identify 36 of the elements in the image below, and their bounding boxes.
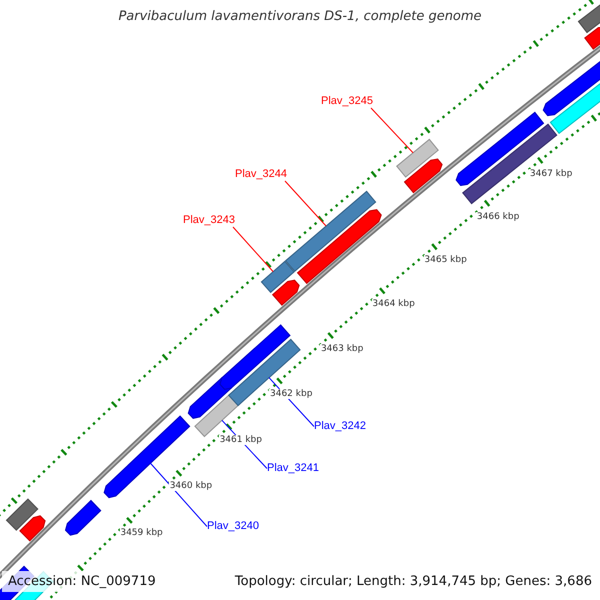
gene-feature-bar bbox=[578, 2, 600, 34]
position-label: 3466 kbp bbox=[476, 212, 520, 222]
leader-line bbox=[232, 226, 274, 272]
gene-feature-bar bbox=[396, 138, 439, 178]
gene-feature bbox=[219, 324, 291, 390]
gene-feature-bar bbox=[260, 260, 295, 294]
position-label: 3462 kbp bbox=[269, 388, 314, 399]
gene-feature-bar bbox=[6, 498, 38, 531]
gene-feature-bar bbox=[462, 124, 558, 204]
position-label: 3463 kbp bbox=[320, 344, 364, 354]
gene-label: Plav_3244 bbox=[235, 168, 287, 181]
gene-feature bbox=[584, 26, 600, 50]
leader-line bbox=[370, 108, 414, 154]
position-label: 3465 kbp bbox=[423, 255, 468, 266]
gene-label: Plav_3243 bbox=[183, 214, 235, 227]
gene-feature bbox=[104, 415, 190, 498]
gene-label: Plav_3241 bbox=[267, 462, 319, 475]
gene-feature bbox=[272, 280, 300, 306]
gene-label: Plav_3245 bbox=[321, 95, 373, 108]
gene-feature bbox=[64, 500, 102, 536]
title: Parvibaculum lavamentivorans DS-1, complete genome bbox=[118, 9, 482, 24]
gene-feature bbox=[542, 60, 600, 116]
position-label: 3459 kbp bbox=[119, 528, 164, 538]
gene-label: Plav_3240 bbox=[207, 520, 259, 533]
position-label: 3467 kbp bbox=[528, 169, 574, 180]
gene-feature-bar bbox=[550, 80, 600, 134]
gene-feature-bar bbox=[284, 190, 376, 272]
gene-label: Plav_3242 bbox=[314, 420, 366, 433]
leader-line bbox=[150, 462, 208, 527]
position-label: 3460 kbp bbox=[168, 481, 214, 492]
gene-feature bbox=[404, 158, 443, 194]
position-label: 3464 kbp bbox=[371, 299, 416, 310]
position-label: 3461 kbp bbox=[218, 434, 263, 445]
gene-feature bbox=[19, 515, 46, 542]
leader-line bbox=[284, 180, 326, 226]
gene-feature bbox=[296, 209, 382, 284]
